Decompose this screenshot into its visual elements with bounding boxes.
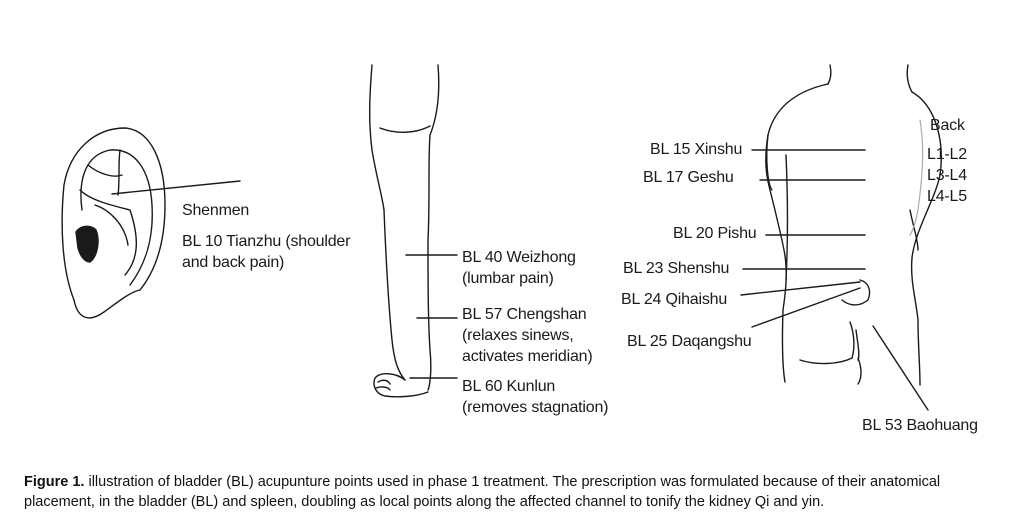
bl24-leader-line [740, 281, 861, 296]
label-bl57-line1: BL 57 Chengshan [462, 306, 587, 323]
shenmen-leader-line [111, 180, 241, 195]
torso-right-outline [910, 91, 942, 386]
ear-fossa [87, 149, 123, 196]
torso-neck-right [906, 64, 913, 93]
label-bl60-line2: (removes stagnation) [462, 399, 609, 416]
bl53-leader-line [872, 325, 929, 411]
spine-gray [909, 119, 924, 236]
leg-drawing [368, 64, 458, 398]
leg-toes [375, 379, 391, 391]
caption-label: Figure 1. [24, 474, 85, 490]
leg-front-outline [368, 64, 406, 381]
label-bl10-line2: and back pain) [182, 254, 285, 271]
label-bl57-line3: activates meridian) [462, 348, 593, 365]
caption-text: illustration of bladder (BL) acupunture … [24, 474, 941, 510]
figure-caption: Figure 1. illustration of bladder (BL) a… [24, 472, 1014, 512]
ear-canal [75, 225, 99, 263]
label-bl40-line1: BL 40 Weizhong [462, 249, 576, 266]
label-bl25: BL 25 Daqangshu [627, 333, 752, 350]
leg-knee [379, 125, 431, 133]
buttocks-left [799, 321, 855, 365]
leg-foot [373, 373, 429, 398]
label-l3-l4: L3-L4 [927, 167, 967, 184]
ear-inner-helix [80, 149, 153, 286]
acupuncture-figure: Shenmen BL 10 Tianzhu (shoulder and back… [61, 64, 978, 434]
figure-drawing [61, 64, 942, 411]
ear-outer-helix [61, 127, 166, 301]
leg-back-outline [427, 64, 440, 391]
torso-spine-line [785, 154, 789, 281]
torso-left-outline [765, 83, 829, 383]
label-bl20: BL 20 Pishu [673, 225, 757, 242]
label-l4-l5: L4-L5 [927, 188, 967, 205]
ear-drawing [61, 127, 241, 319]
ear-concha [94, 204, 129, 246]
bl25-leader-line [751, 287, 861, 328]
ear-lobe [73, 289, 141, 319]
label-bl40-line2: (lumbar pain) [462, 270, 554, 287]
label-bl10-line1: BL 10 Tianzhu (shoulder [182, 233, 351, 250]
label-bl17: BL 17 Geshu [643, 169, 734, 186]
label-bl15: BL 15 Xinshu [650, 141, 743, 158]
back-drawing [740, 64, 942, 411]
label-bl53: BL 53 Baohuang [862, 417, 978, 434]
torso-left-arm [766, 134, 773, 191]
label-bl23: BL 23 Shenshu [623, 260, 730, 277]
label-shenmen: Shenmen [182, 202, 250, 219]
torso-neck-left [827, 64, 832, 85]
torso-right-arm [909, 209, 919, 251]
label-l1-l2: L1-L2 [927, 146, 967, 163]
label-bl57-line2: (relaxes sinews, [462, 327, 574, 344]
label-back-title: Back [930, 117, 965, 134]
label-bl24: BL 24 Qihaishu [621, 291, 728, 308]
label-bl60-line1: BL 60 Kunlun [462, 378, 556, 395]
buttocks-right [855, 329, 862, 385]
sacrum-curve [841, 279, 871, 306]
ear-antihelix [79, 189, 138, 276]
